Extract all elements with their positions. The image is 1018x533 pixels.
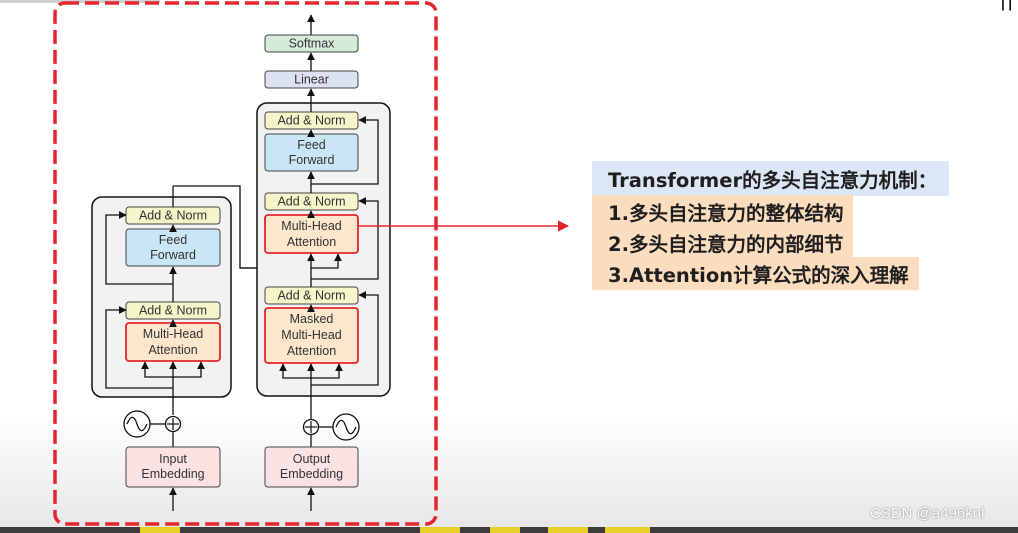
outline-item: 3.Attention计算公式的深入理解 [592, 257, 919, 290]
encoder-add-norm-bottom: Add & Norm [125, 301, 221, 320]
svg-text:Attention: Attention [287, 235, 336, 249]
decoder-add-norm-middle: Add & Norm [264, 192, 359, 211]
output-embedding: Output Embedding [264, 446, 359, 488]
outline-item: 1.多头自注意力的整体结构 [592, 195, 854, 228]
decoder-positional-encoding [302, 413, 360, 441]
encoder-add-norm-top: Add & Norm [125, 206, 221, 225]
corner-mark: | | [1001, 0, 1012, 11]
decoder-masked-attention: Masked Multi-Head Attention [264, 307, 359, 364]
svg-text:Attention: Attention [148, 343, 197, 357]
svg-text:Add & Norm: Add & Norm [277, 289, 345, 303]
caption-highlight [490, 527, 520, 533]
svg-text:Masked: Masked [290, 312, 334, 326]
svg-text:Input: Input [159, 452, 187, 466]
csdn-watermark: CSDN @a496knl [870, 505, 985, 522]
encoder-multi-head-attention: Multi-Head Attention [125, 322, 221, 362]
linear-layer: Linear [264, 70, 359, 89]
svg-text:Forward: Forward [150, 248, 196, 262]
encoder-feed-forward: Feed Forward [125, 228, 221, 267]
outline-item: 2.多头自注意力的内部细节 [592, 226, 854, 259]
svg-text:Add & Norm: Add & Norm [139, 209, 207, 223]
decoder-cross-attention: Multi-Head Attention [264, 214, 359, 254]
top-edge-bar [0, 0, 160, 3]
svg-text:Multi-Head: Multi-Head [281, 219, 341, 233]
decoder-add-norm-bottom: Add & Norm [264, 286, 359, 305]
svg-text:Multi-Head: Multi-Head [143, 327, 203, 341]
encoder-stack [91, 196, 232, 398]
svg-text:Linear: Linear [294, 73, 329, 87]
highlight-frame [53, 1, 438, 526]
caption-highlight [548, 527, 588, 533]
caption-highlight [605, 527, 650, 533]
transformer-architecture-diagram: Add & Norm Feed Forward Add & Norm Multi… [53, 1, 570, 526]
svg-text:Forward: Forward [289, 153, 335, 167]
encoder-positional-encoding [123, 410, 182, 438]
outline-title: Transformer的多头自注意力机制： [592, 161, 950, 196]
svg-text:Feed: Feed [159, 233, 188, 247]
svg-text:Add & Norm: Add & Norm [277, 195, 345, 209]
decoder-feed-forward: Feed Forward [264, 133, 359, 172]
decoder-connections [279, 14, 379, 511]
svg-text:Output: Output [293, 452, 331, 466]
svg-text:Multi-Head: Multi-Head [281, 328, 341, 342]
topic-outline: Transformer的多头自注意力机制： 1.多头自注意力的整体结构 2.多头… [592, 161, 950, 290]
svg-text:Softmax: Softmax [289, 37, 336, 51]
input-embedding: Input Embedding [125, 446, 221, 488]
svg-text:Feed: Feed [297, 138, 326, 152]
svg-text:Attention: Attention [287, 344, 336, 358]
decoder-add-norm-top: Add & Norm [264, 111, 359, 130]
caption-highlight [420, 527, 460, 533]
caption-highlight [140, 527, 180, 533]
softmax-layer: Softmax [264, 34, 359, 53]
svg-text:Embedding: Embedding [280, 467, 343, 481]
svg-text:Add & Norm: Add & Norm [139, 304, 207, 318]
svg-text:Embedding: Embedding [141, 467, 204, 481]
svg-text:Add & Norm: Add & Norm [277, 114, 345, 128]
